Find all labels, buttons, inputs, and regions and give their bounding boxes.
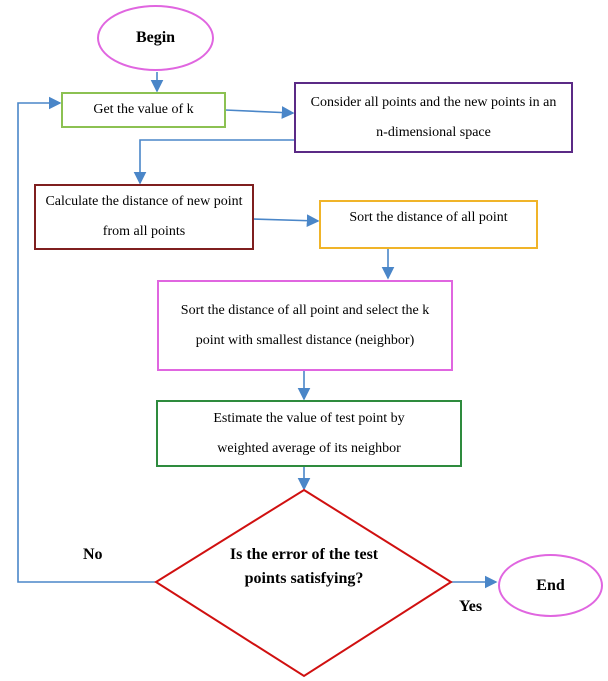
select-label: Sort the distance of all point and selec… xyxy=(180,302,430,348)
decision-label: Is the error of the test points satisfyi… xyxy=(229,546,379,587)
estimate-box: Estimate the value of test point by weig… xyxy=(156,400,462,467)
arrow-consider-to-calculate xyxy=(133,139,295,185)
begin-label: Begin xyxy=(135,29,176,46)
no-branch-label: No xyxy=(83,546,103,563)
arrow-decision-to-getk xyxy=(17,96,156,583)
arrow-getk-to-consider xyxy=(224,106,295,119)
yes-branch-label: Yes xyxy=(459,598,483,615)
arrow-calculate-to-sort xyxy=(252,214,320,228)
end-node: End xyxy=(498,554,603,617)
begin-node: Begin xyxy=(97,5,214,71)
calculate-box: Calculate the distance of new point from… xyxy=(34,184,254,250)
select-box: Sort the distance of all point and selec… xyxy=(157,280,453,371)
estimate-label: Estimate the value of test point by weig… xyxy=(213,410,405,456)
consider-label: Consider all points and the new points i… xyxy=(310,94,557,140)
decision-diamond xyxy=(154,488,453,678)
consider-box: Consider all points and the new points i… xyxy=(294,82,573,153)
sort-label: Sort the distance of all point xyxy=(349,210,508,225)
get-k-label: Get the value of k xyxy=(93,102,194,117)
calculate-label: Calculate the distance of new point from… xyxy=(45,194,243,239)
end-label: End xyxy=(536,576,565,594)
sort-box: Sort the distance of all point xyxy=(319,200,538,249)
get-k-box: Get the value of k xyxy=(61,92,226,128)
